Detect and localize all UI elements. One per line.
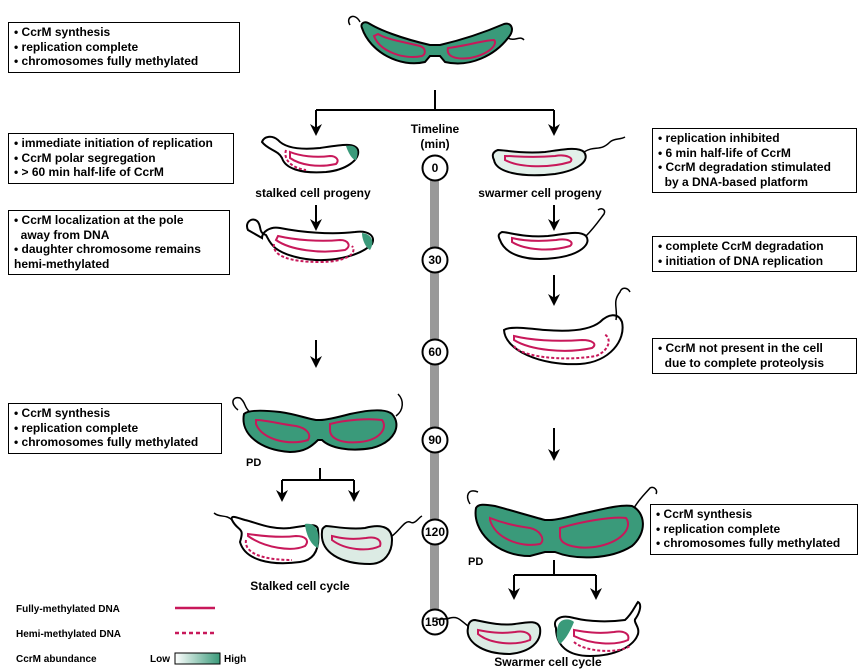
stalked-cycle-label: Stalked cell cycle bbox=[250, 579, 350, 593]
box-line: • daughter chromosome remains bbox=[14, 242, 224, 257]
swarmer-progeny-label: swarmer cell progeny bbox=[478, 186, 602, 200]
timeline-tick-label: 90 bbox=[428, 433, 442, 447]
legend-high-label: High bbox=[224, 654, 246, 665]
box-line: • CcrM polar segregation bbox=[14, 151, 228, 166]
timeline-tick-label: 120 bbox=[425, 525, 445, 539]
swarmer-cell-60 bbox=[504, 288, 630, 364]
swarmer-daughter-stalked bbox=[555, 602, 640, 656]
legend-fully-label: Fully-methylated DNA bbox=[16, 604, 120, 615]
box-line: • chromosomes fully methylated bbox=[14, 435, 216, 450]
box-line: • CcrM synthesis bbox=[656, 507, 852, 522]
box-swarmer-60: • CcrM not present in the cell due to co… bbox=[652, 338, 857, 374]
box-line: • CcrM synthesis bbox=[14, 25, 234, 40]
box-line: • 6 min half-life of CcrM bbox=[658, 146, 851, 161]
timeline-unit: (min) bbox=[420, 137, 449, 151]
swarmer-cell-30 bbox=[499, 209, 605, 259]
timeline-tick-label: 60 bbox=[428, 345, 442, 359]
box-line: away from DNA bbox=[14, 228, 224, 243]
box-line: • replication inhibited bbox=[658, 131, 851, 146]
box-line: • replication complete bbox=[656, 522, 852, 537]
box-line: • complete CcrM degradation bbox=[658, 239, 851, 254]
box-line: • immediate initiation of replication bbox=[14, 136, 228, 151]
swarmer-cell-0 bbox=[493, 137, 625, 175]
swarmer-predivisional-cell bbox=[468, 487, 657, 557]
box-line: • chromosomes fully methylated bbox=[14, 54, 234, 69]
timeline-bar bbox=[430, 165, 439, 625]
box-line: by a DNA-based platform bbox=[658, 175, 851, 190]
pd-label-left: PD bbox=[246, 457, 261, 469]
legend-abundance-gradient bbox=[175, 653, 220, 664]
legend-abundance-label: CcrM abundance bbox=[16, 654, 97, 665]
stalked-predivisional-cell bbox=[233, 394, 402, 452]
stalked-cell-30 bbox=[247, 220, 373, 262]
legend: Fully-methylated DNA Hemi-methylated DNA… bbox=[16, 604, 246, 665]
stalked-progeny-label: stalked cell progeny bbox=[255, 186, 371, 200]
box-line: hemi-methylated bbox=[14, 257, 224, 272]
predivisional-cell-top bbox=[349, 16, 524, 63]
box-swarmer-30: • complete CcrM degradation • initiation… bbox=[652, 236, 857, 272]
pd-label-right: PD bbox=[468, 556, 483, 568]
box-line: • replication complete bbox=[14, 40, 234, 55]
split-stalked bbox=[282, 468, 354, 496]
box-line: • CcrM degradation stimulated bbox=[658, 160, 851, 175]
stalked-daughter-stalked bbox=[214, 513, 319, 563]
box-line: • initiation of DNA replication bbox=[658, 254, 851, 269]
box-stalked-30: • CcrM localization at the pole away fro… bbox=[8, 210, 230, 275]
box-line: due to complete proteolysis bbox=[658, 356, 851, 371]
box-line: • CcrM not present in the cell bbox=[658, 341, 851, 356]
timeline-tick-label: 150 bbox=[425, 615, 445, 629]
timeline-title: Timeline bbox=[411, 122, 460, 136]
legend-low-label: Low bbox=[150, 654, 170, 665]
box-line: • CcrM localization at the pole bbox=[14, 213, 224, 228]
swarmer-cycle-label: Swarmer cell cycle bbox=[494, 655, 602, 669]
box-swarmer-0: • replication inhibited • 6 min half-lif… bbox=[652, 128, 857, 193]
stalked-cell-0 bbox=[262, 137, 358, 173]
box-stalked-0: • immediate initiation of replication • … bbox=[8, 133, 234, 184]
box-line: • replication complete bbox=[14, 421, 216, 436]
split-swarmer bbox=[514, 560, 596, 594]
box-swarmer-120: • CcrM synthesis • replication complete … bbox=[650, 504, 858, 555]
swarmer-daughter-swarmer bbox=[436, 617, 540, 654]
box-line: • > 60 min half-life of CcrM bbox=[14, 165, 228, 180]
stalked-daughter-swarmer bbox=[322, 516, 422, 564]
timeline-tick-label: 30 bbox=[428, 253, 442, 267]
box-top-left: • CcrM synthesis • replication complete … bbox=[8, 22, 240, 73]
box-line: • CcrM synthesis bbox=[14, 406, 216, 421]
box-stalked-90: • CcrM synthesis • replication complete … bbox=[8, 403, 222, 454]
timeline-tick-label: 0 bbox=[432, 161, 439, 175]
box-line: • chromosomes fully methylated bbox=[656, 536, 852, 551]
legend-hemi-label: Hemi-methylated DNA bbox=[16, 629, 121, 640]
